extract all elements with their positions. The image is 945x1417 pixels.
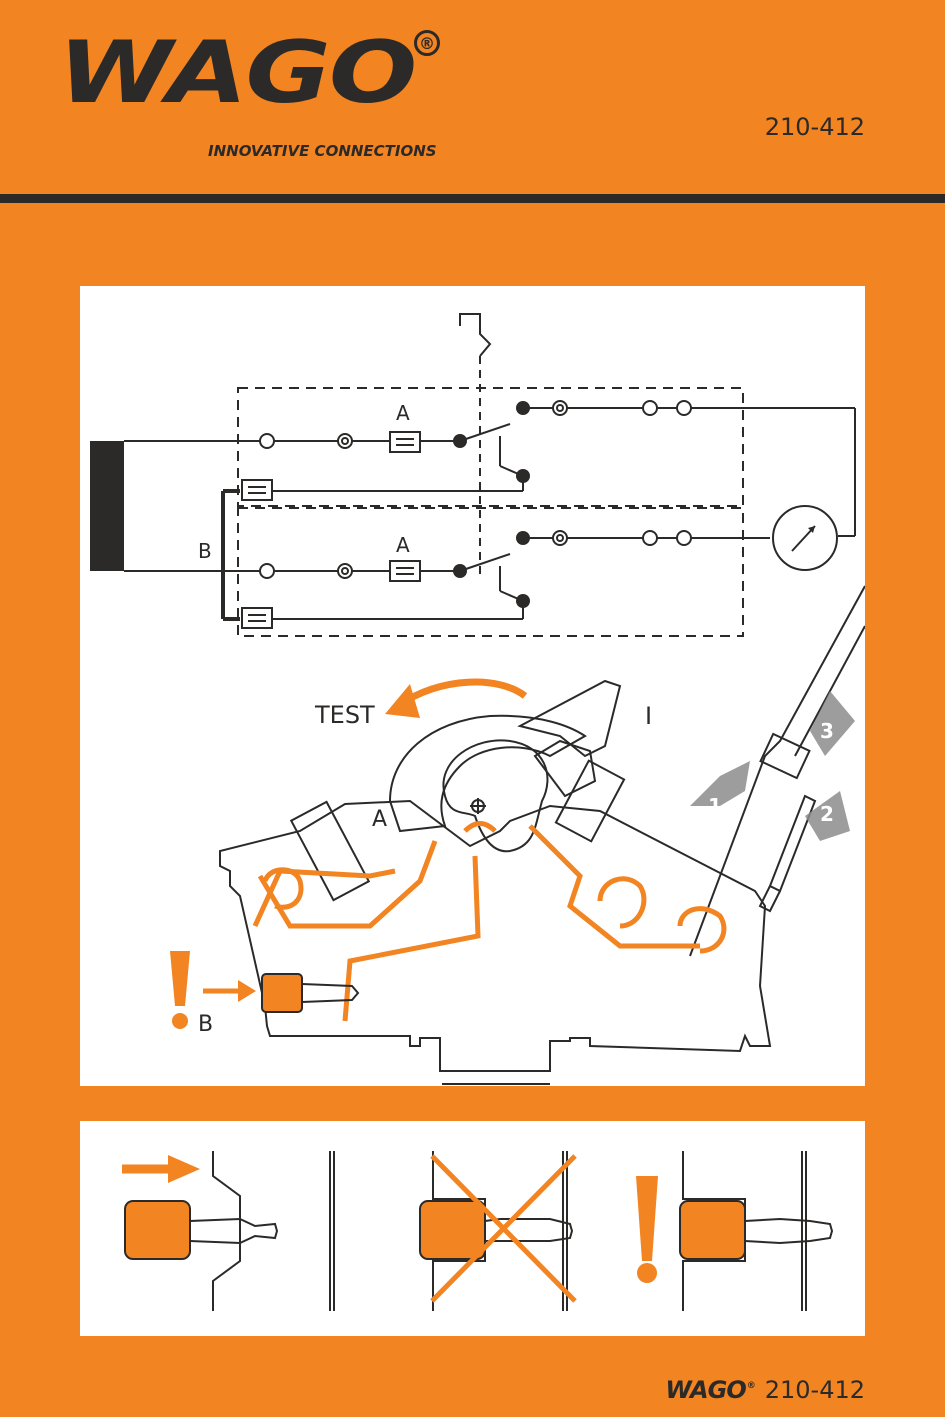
schematic-solid-parts: [90, 401, 815, 608]
incorrect-plug: [419, 1200, 486, 1260]
correct-slot-left: [212, 1151, 241, 1311]
jumper-plug-b: [261, 973, 303, 1013]
lower-output-terminal-1-inner: [556, 534, 564, 542]
guide-warning-bar: [636, 1176, 658, 1261]
correct-pin: [189, 1217, 279, 1245]
warning-mark-dot: [172, 1013, 188, 1029]
header: WAGO ® INNOVATIVE CONNECTIONS 210-412: [0, 0, 945, 200]
upper-switch-pivot: [453, 434, 467, 448]
upper-module-outline: [237, 387, 744, 507]
probe-body-left: [689, 585, 866, 957]
insertion-guide-canvas: [122, 1151, 834, 1311]
footer-logo: WAGO®: [665, 1376, 756, 1404]
housing-outline: [219, 799, 772, 1072]
left-clamp-loop: [262, 867, 304, 910]
upper-terminal-1: [259, 433, 275, 449]
diagram-canvas: A A B: [90, 313, 866, 1085]
step-1-arrow: [690, 761, 750, 806]
step-3-arrow: [810, 691, 855, 756]
far-right-clamp-loop: [677, 906, 727, 954]
lower-switch-blade: [459, 553, 511, 572]
left-clamp-path: [252, 868, 396, 928]
label-fuse-a: A: [372, 807, 387, 832]
lower-output-terminal-2: [642, 530, 658, 546]
switch-lever-arrow: [517, 679, 622, 758]
upper-switch-no-contact: [516, 401, 530, 415]
upper-fuse-a: [389, 431, 421, 453]
meter-needle-tip: [808, 526, 815, 533]
upper-switch-blade: [459, 423, 511, 442]
cross-stroke-2: [430, 1154, 577, 1303]
right-conductor: [528, 824, 700, 949]
test-plug-tip: [758, 885, 781, 913]
lower-test-plug: [241, 607, 273, 629]
upper-output-terminal-1-inner: [556, 404, 564, 412]
correct-push-arrow-head: [168, 1155, 200, 1183]
fuse-holder-left: [289, 800, 371, 902]
lever-grip: [533, 739, 597, 798]
upper-output-terminal-3: [676, 400, 692, 416]
wago-logo: WAGO ® INNOVATIVE CONNECTIONS: [58, 22, 440, 160]
warning-insertion: [682, 1151, 834, 1311]
schematic-label-a-upper: A: [396, 401, 410, 425]
part-number-top: 210-412: [764, 113, 865, 141]
mounting-block: [90, 441, 124, 571]
lower-terminal-2-inner: [341, 567, 349, 575]
step-1-label: 1: [708, 794, 722, 818]
lower-module-outline: [237, 507, 744, 637]
fuse-holder-right: [554, 759, 626, 843]
lower-terminal-1: [259, 563, 275, 579]
step-3-label: 3: [820, 719, 834, 743]
circuit-schematic: [124, 313, 856, 637]
part-number-bottom: 210-412: [764, 1376, 865, 1404]
probe-collar: [759, 732, 811, 780]
lower-output-terminal-3: [676, 530, 692, 546]
footer-logo-text: WAGO: [665, 1376, 746, 1404]
schematic-label-a-lower: A: [396, 533, 410, 557]
upper-switch-nc-contact: [516, 469, 530, 483]
switch-dial-outer: [388, 714, 587, 833]
upper-test-plug: [241, 479, 273, 501]
logo-text: WAGO: [58, 22, 417, 123]
logo-tagline: INNOVATIVE CONNECTIONS: [208, 142, 437, 160]
right-clamp-loop: [597, 876, 647, 929]
header-divider: [0, 194, 945, 203]
lower-switch-nc-contact: [516, 594, 530, 608]
correct-insertion: [189, 1151, 335, 1311]
left-conductor: [257, 840, 438, 929]
insertion-guide-panel: [80, 1121, 865, 1336]
warning-plug: [679, 1200, 746, 1260]
step-2-arrow: [805, 791, 850, 841]
jumper-plug-pin: [301, 983, 360, 1003]
upper-terminal-2-inner: [341, 437, 349, 445]
step-2-label: 2: [820, 802, 834, 826]
earth-symbol: [459, 313, 492, 357]
upper-output-terminal-2: [642, 400, 658, 416]
registered-mark: ®: [414, 30, 440, 56]
schematic-label-b: B: [198, 539, 212, 563]
label-on-position: I: [645, 702, 652, 730]
switch-dial-inner: [442, 739, 549, 853]
dial-contact-arc: [463, 821, 497, 833]
main-diagram-panel: A A B: [80, 286, 866, 1086]
correct-plug: [124, 1200, 191, 1260]
test-direction-arc: [395, 678, 528, 709]
insert-arrow-head: [238, 980, 256, 1002]
label-test: TEST: [314, 701, 375, 729]
test-direction-arrowhead: [385, 684, 420, 718]
terminal-block-drawing: [219, 585, 866, 1085]
current-path-highlight: [252, 678, 727, 1022]
lower-switch-no-contact: [516, 531, 530, 545]
footer: WAGO® 210-412: [665, 1370, 865, 1410]
warning-mark-bar: [170, 951, 190, 1006]
guide-warning-dot: [637, 1263, 657, 1283]
footer-registered-mark: ®: [746, 1381, 756, 1391]
test-plug-body: [768, 794, 817, 893]
lower-switch-pivot: [453, 564, 467, 578]
lower-fuse-a: [389, 560, 421, 582]
label-jumper-b: B: [198, 1012, 213, 1037]
center-conductor: [342, 855, 481, 1022]
warning-pin: [744, 1217, 834, 1245]
